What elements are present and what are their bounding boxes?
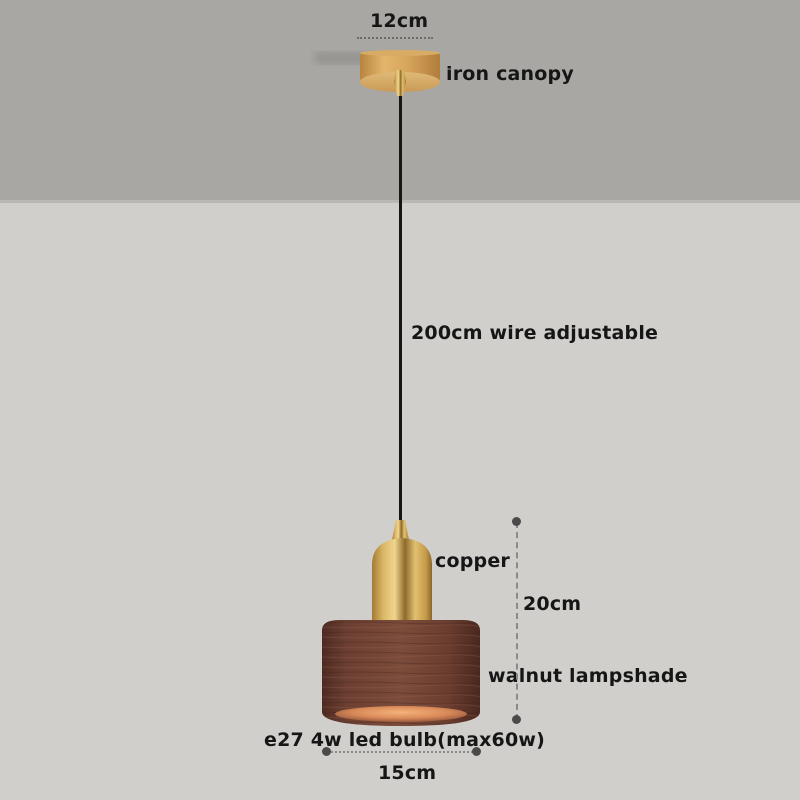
shade-label: walnut lampshade: [488, 665, 688, 687]
shade-height-label: 20cm: [523, 593, 582, 615]
holder-label: copper: [435, 550, 510, 572]
canopy-dimension-line: [357, 37, 433, 39]
canopy-label: iron canopy: [446, 63, 574, 85]
wire-label: 200cm wire adjustable: [411, 322, 659, 344]
height-dimension-bottom-dot: [512, 715, 521, 724]
width-dimension-right-dot: [472, 747, 481, 756]
width-dimension-left-dot: [322, 747, 331, 756]
width-dimension-line: [327, 751, 477, 753]
canopy-width-label: 12cm: [370, 10, 429, 32]
height-dimension-top-dot: [512, 517, 521, 526]
lamp-holder: [372, 520, 432, 620]
shade-width-label: 15cm: [378, 762, 437, 784]
walnut-shade: [322, 620, 480, 726]
wire: [399, 96, 402, 520]
height-dimension-line: [516, 522, 518, 720]
canopy: [360, 50, 440, 96]
bulb-label: e27 4w led bulb(max60w): [264, 729, 546, 751]
